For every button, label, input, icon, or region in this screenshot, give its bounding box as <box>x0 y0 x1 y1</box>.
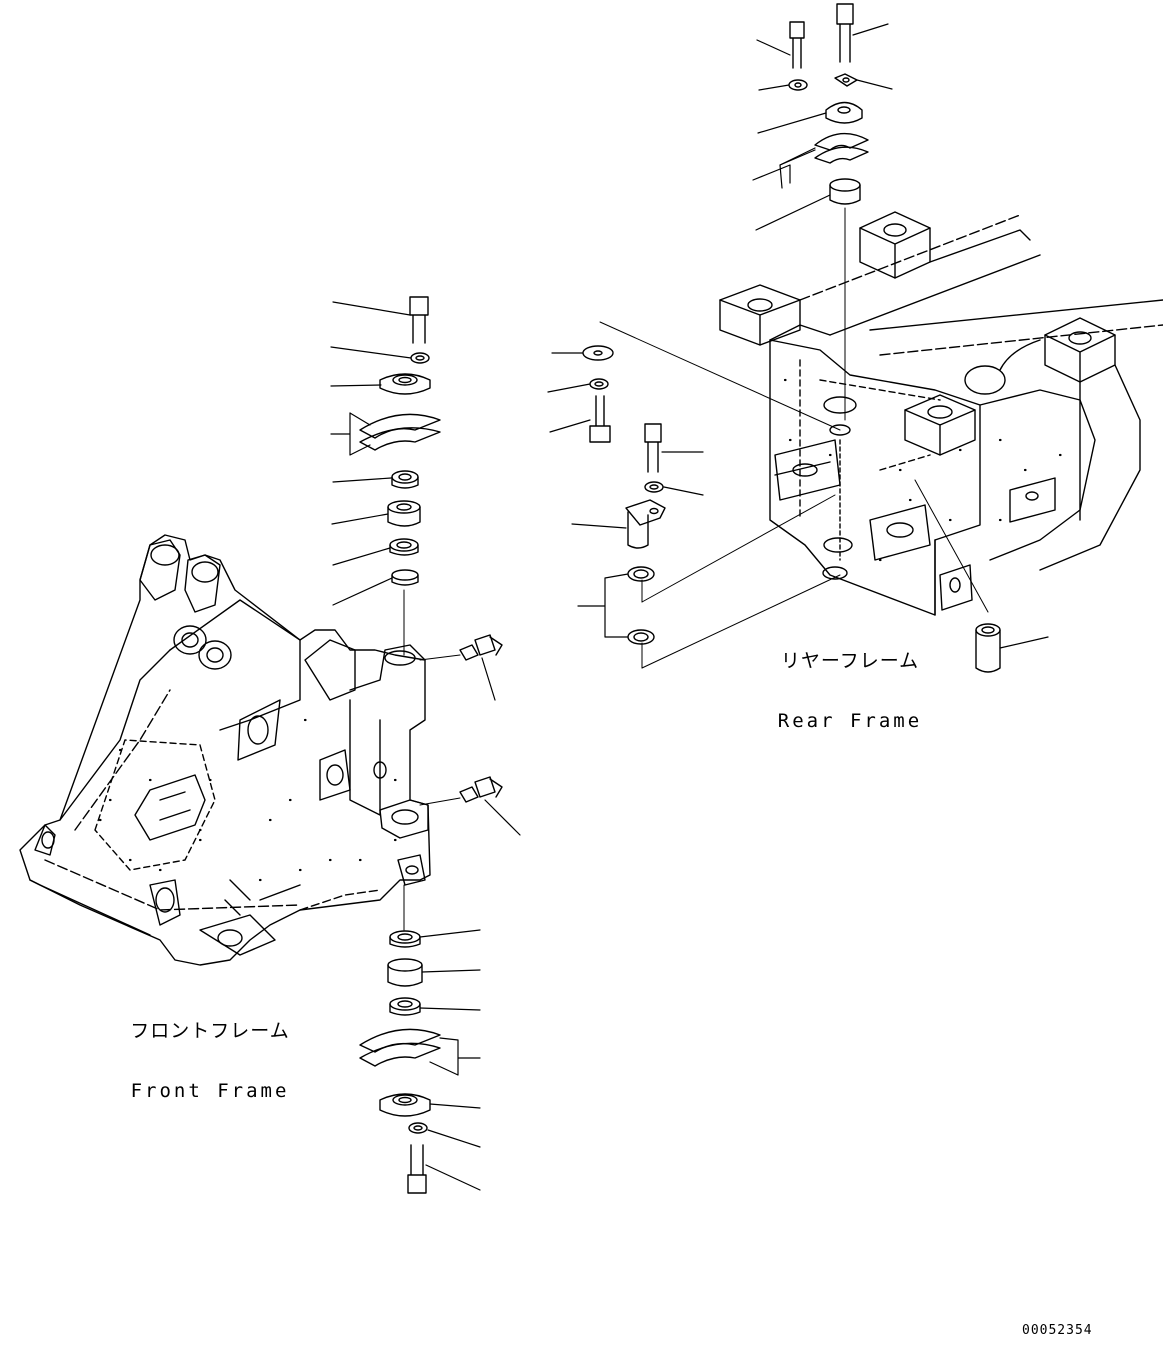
rear-bottom-pin <box>915 480 1048 672</box>
rear-frame-label: リヤーフレーム Rear Frame <box>775 612 925 752</box>
front-top-stack <box>331 297 440 655</box>
rear-frame-label-en: Rear Frame <box>777 709 923 732</box>
front-bottom-stack <box>360 885 480 1193</box>
rear-frame-label-jp: リヤーフレーム <box>780 649 920 672</box>
front-frame-label-jp: フロントフレーム <box>130 1019 290 1042</box>
grease-fitting-lower <box>420 777 520 835</box>
rear-left-parts <box>548 322 840 668</box>
front-frame-label: フロントフレーム Front Frame <box>130 982 290 1122</box>
rear-frame <box>720 212 1163 615</box>
document-number: 00052354 <box>1022 1323 1093 1338</box>
grease-fitting-upper <box>420 635 502 700</box>
front-frame <box>20 535 430 965</box>
rear-top-stack <box>753 4 892 420</box>
front-frame-label-en: Front Frame <box>130 1079 290 1102</box>
